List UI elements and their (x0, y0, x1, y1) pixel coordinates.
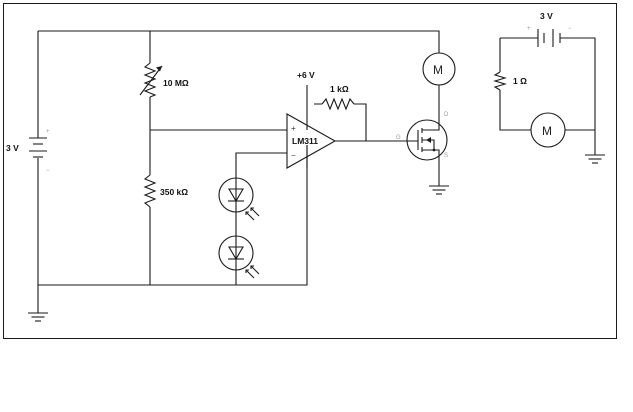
side-ground-icon (585, 154, 605, 164)
side-resistor (493, 71, 507, 91)
main-battery-minus: − (46, 168, 50, 174)
potentiometer-value: 10 MΩ (163, 78, 189, 88)
side-battery-minus: − (568, 26, 572, 32)
mosfet-ground-icon (429, 185, 449, 195)
side-battery-voltage: 3 V (540, 11, 553, 21)
supply-voltage: +6 V (297, 70, 315, 80)
mosfet-source-pin: S (444, 153, 448, 159)
diode-branch-wire (235, 152, 287, 285)
side-motor-symbol: M (542, 124, 552, 138)
feedback-resistor (321, 97, 355, 111)
feedback-resistor-value: 1 kΩ (330, 84, 349, 94)
main-battery-voltage: 3 V (6, 143, 19, 153)
main-ground-icon (28, 312, 48, 322)
mosfet-drain-pin: D (444, 112, 449, 118)
photodiode-2 (218, 235, 260, 279)
mosfet (406, 119, 448, 161)
side-motor (530, 112, 566, 148)
potentiometer (139, 62, 163, 98)
photodiode-1 (218, 177, 260, 221)
side-circuit: 3 V + − 1 Ω M (493, 11, 605, 164)
main-motor-symbol: M (433, 63, 443, 77)
main-battery-plus: + (46, 129, 50, 135)
lower-resistor-value: 350 kΩ (160, 187, 188, 197)
mosfet-gate-pin: G (396, 135, 401, 141)
main-battery (29, 137, 47, 158)
top-rail-wire (38, 30, 440, 53)
side-resistor-value: 1 Ω (513, 76, 527, 86)
side-battery (537, 29, 561, 47)
lower-resistor (143, 174, 157, 208)
side-loop-wire (499, 37, 596, 155)
main-circuit: 3 V + − 10 MΩ 350 kΩ (6, 30, 456, 322)
schematic-frame (3, 3, 617, 339)
opamp-plus-sign: + (291, 124, 296, 133)
opamp-name: LM311 (292, 136, 318, 146)
opamp-minus-sign: − (291, 151, 296, 160)
opamp-lm311 (286, 85, 337, 169)
bottom-rail-wire (38, 145, 308, 286)
feedback-wire (314, 103, 367, 141)
side-battery-plus: + (527, 26, 531, 32)
